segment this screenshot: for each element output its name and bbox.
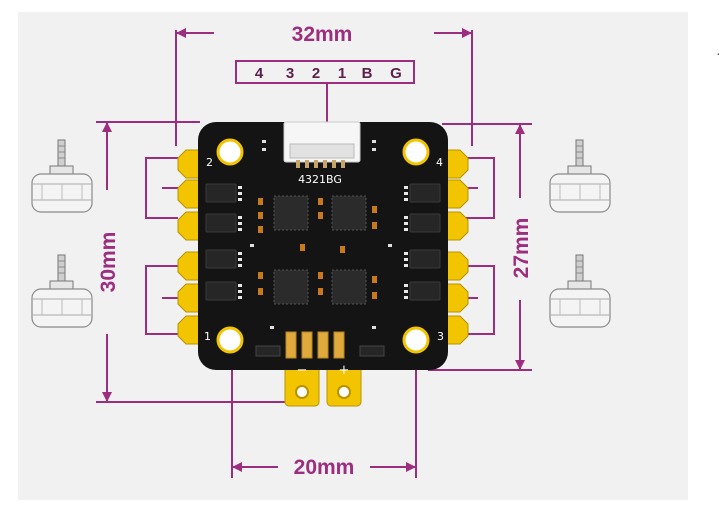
pin-label: 2 — [312, 65, 320, 82]
power-negative-label: − — [297, 363, 308, 378]
connector-silkscreen: 4321BG — [298, 173, 342, 186]
mosfet-white-pins — [238, 186, 408, 299]
motor-bottom-left — [31, 254, 93, 328]
signal-pads — [285, 331, 345, 359]
dimension-right-height: 27mm — [510, 218, 533, 279]
hole-number-2: 2 — [206, 156, 213, 169]
motor-top-left — [31, 139, 93, 213]
corner-mark: · — [716, 45, 721, 61]
jst-connector — [283, 121, 361, 168]
hole-number-3: 3 — [437, 330, 444, 343]
motor-top-right — [549, 139, 611, 213]
esc-board — [198, 122, 448, 370]
mounting-hole-top-right — [402, 138, 430, 166]
motor-wire-brackets — [145, 157, 495, 335]
passive-components — [258, 198, 377, 299]
pin-label: B — [362, 65, 373, 82]
hole-number-1: 1 — [204, 330, 211, 343]
mounting-hole-bottom-left — [216, 326, 244, 354]
connector-pin-labels: 4 3 2 1 B G — [255, 65, 402, 82]
mcu-chips — [273, 195, 367, 305]
pin-label: G — [390, 65, 402, 82]
hole-number-4: 4 — [436, 156, 443, 169]
mosfet-blocks — [205, 183, 441, 301]
mounting-hole-bottom-right — [402, 326, 430, 354]
smd-pads — [250, 140, 392, 329]
pin-label: 4 — [255, 65, 264, 82]
mounting-hole-top-left — [216, 138, 244, 166]
dimension-arrowheads — [102, 28, 525, 472]
power-pad-positive — [326, 361, 362, 407]
dimension-left-height: 30mm — [97, 232, 120, 293]
pin-label: 1 — [338, 65, 346, 82]
mounting-holes — [216, 138, 430, 354]
pin-label: 3 — [286, 65, 294, 82]
power-positive-label: + — [339, 363, 350, 378]
motor-bottom-right — [549, 254, 611, 328]
bottom-left-smd — [255, 345, 385, 357]
dimension-top-width: 32mm — [292, 23, 353, 46]
dimension-bottom-width: 20mm — [294, 456, 355, 479]
